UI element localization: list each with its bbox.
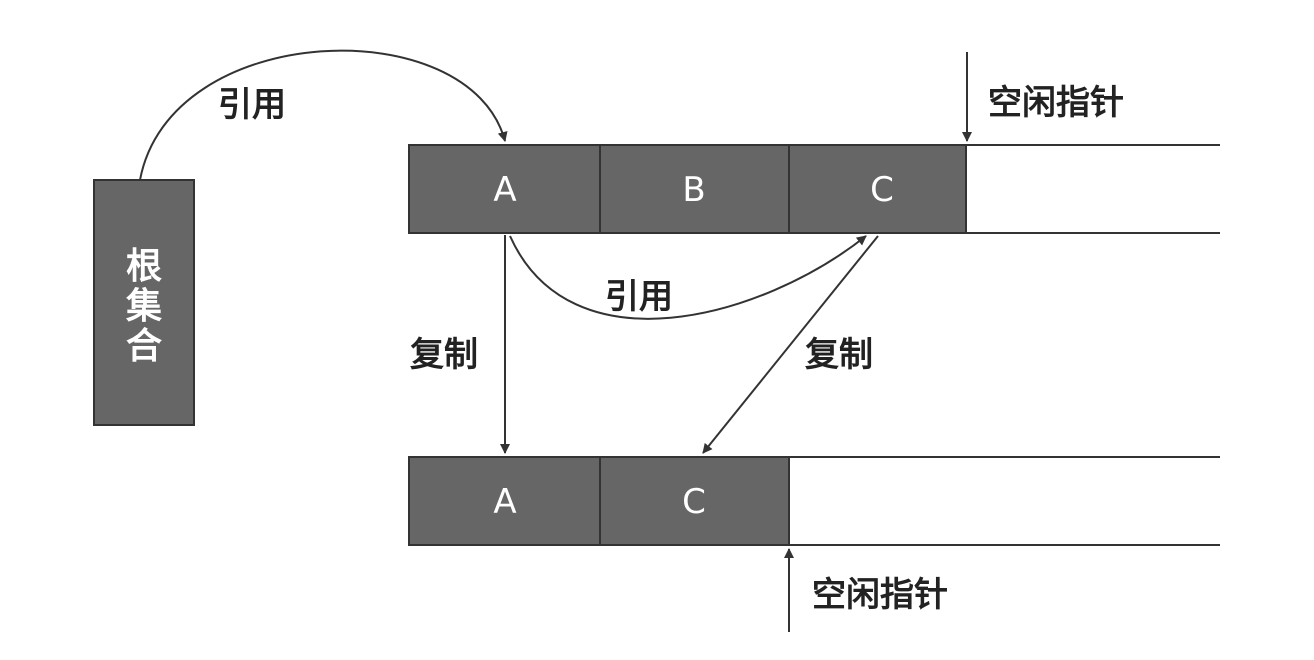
from-cell-a-label: A [493,170,516,210]
root-set-box [93,179,195,426]
ref-label-a-c: 引用 [605,277,673,317]
root-set: 根 集 合 [93,179,195,426]
root-set-char: 根 [126,246,162,287]
free-pointer-top-label: 空闲指针 [988,83,1124,123]
to-cell-a-label: A [493,482,516,522]
root-set-char: 集 [125,286,162,327]
root-set-char: 合 [126,326,162,367]
from-space-row: A B C [408,144,1220,234]
from-cell-b-label: B [682,170,705,210]
from-cell-c [788,144,967,234]
ref-arrow-root-to-a [139,49,508,181]
ref-label-root: 引用 [218,85,286,125]
from-cell-b [599,144,790,234]
copy-label-c: 复制 [805,335,873,375]
free-pointer-bottom-label: 空闲指针 [812,575,948,615]
from-cell-a [408,144,601,234]
to-cell-a [408,456,601,546]
to-space-row: A C [408,456,1220,546]
from-cell-c-label: C [870,170,894,210]
to-cell-c [599,456,790,546]
copy-arrow-c [702,235,879,454]
ref-arrow-a-to-c [509,235,867,320]
copy-label-a: 复制 [410,335,478,375]
to-cell-c-label: C [682,482,706,522]
